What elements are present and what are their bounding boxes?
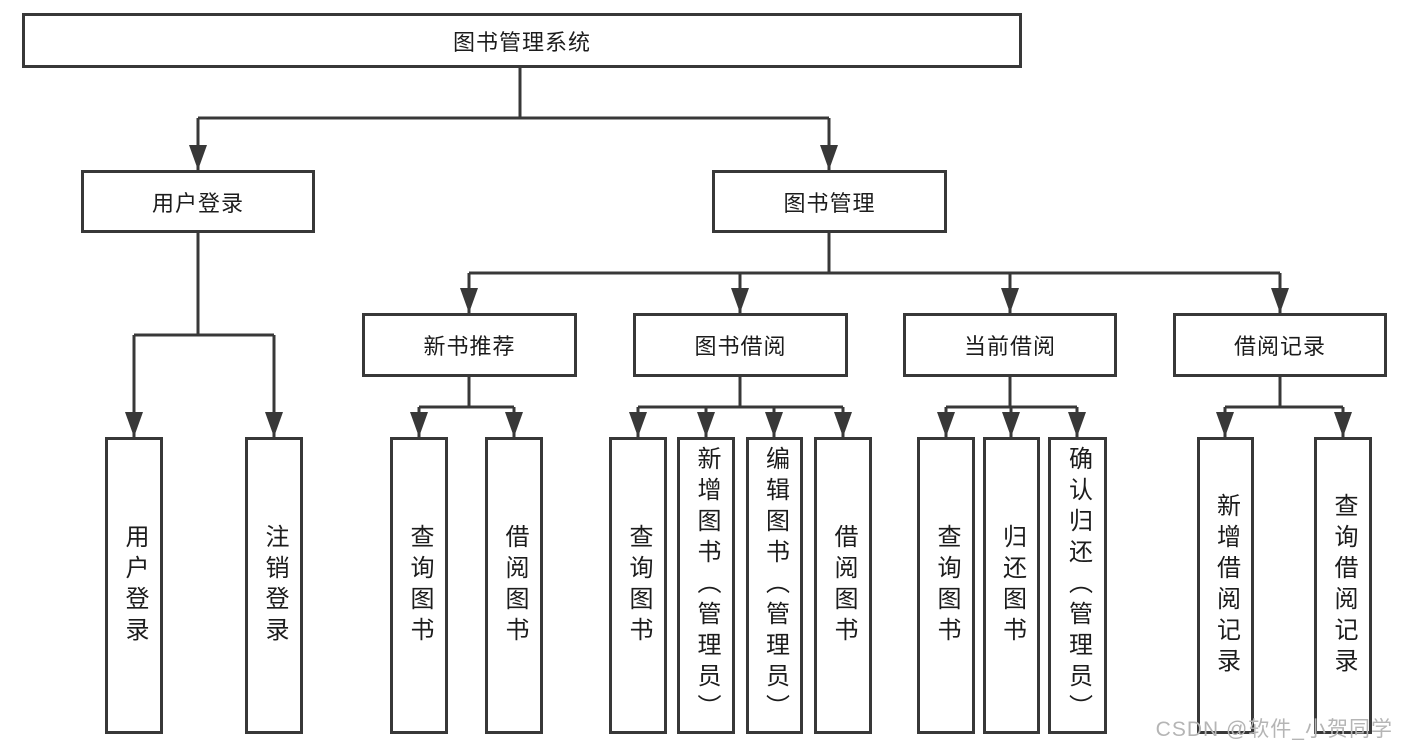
edge-book-management-children bbox=[460, 233, 1289, 313]
leaf-add-borrow-record: 新增借阅记录 bbox=[1197, 437, 1254, 734]
arrow-down-icon bbox=[1001, 288, 1019, 313]
node-book-borrowing: 图书借阅 bbox=[633, 313, 848, 377]
arrow-down-icon bbox=[125, 412, 143, 437]
arrow-down-icon bbox=[697, 412, 715, 437]
arrow-down-icon bbox=[731, 288, 749, 313]
leaf-query-books-recommend: 查询图书 bbox=[390, 437, 448, 734]
arrow-down-icon bbox=[1334, 412, 1352, 437]
arrow-down-icon bbox=[265, 412, 283, 437]
arrow-down-icon bbox=[834, 412, 852, 437]
arrow-down-icon bbox=[937, 412, 955, 437]
edge-book-borrow-children bbox=[629, 377, 852, 437]
node-current-borrowing: 当前借阅 bbox=[903, 313, 1117, 377]
arrow-down-icon bbox=[765, 412, 783, 437]
arrow-down-icon bbox=[1068, 412, 1086, 437]
arrow-down-icon bbox=[189, 145, 207, 170]
leaf-edit-book-admin: 编辑图书（管理员） bbox=[746, 437, 803, 734]
node-user-login: 用户登录 bbox=[81, 170, 315, 233]
arrow-down-icon bbox=[820, 145, 838, 170]
arrow-down-icon bbox=[410, 412, 428, 437]
arrow-down-icon bbox=[1216, 412, 1234, 437]
edge-root-to-level2 bbox=[189, 68, 838, 170]
leaf-query-books-current: 查询图书 bbox=[917, 437, 975, 734]
edge-new-book-children bbox=[410, 377, 523, 437]
arrow-down-icon bbox=[505, 412, 523, 437]
leaf-logout: 注销登录 bbox=[245, 437, 303, 734]
node-root: 图书管理系统 bbox=[22, 13, 1022, 68]
csdn-watermark: CSDN @软件_小贺同学 bbox=[1155, 718, 1393, 741]
arrow-down-icon bbox=[1271, 288, 1289, 313]
leaf-query-borrow-record: 查询借阅记录 bbox=[1314, 437, 1372, 734]
node-book-management: 图书管理 bbox=[712, 170, 947, 233]
arrow-down-icon bbox=[1002, 412, 1020, 437]
edge-borrow-record-children bbox=[1216, 377, 1352, 437]
node-new-book-recommend: 新书推荐 bbox=[362, 313, 577, 377]
arrow-down-icon bbox=[629, 412, 647, 437]
leaf-confirm-return-admin: 确认归还（管理员） bbox=[1048, 437, 1107, 734]
edge-user-login-children bbox=[125, 233, 283, 437]
leaf-return-books: 归还图书 bbox=[983, 437, 1040, 734]
edge-current-borrow-children bbox=[937, 377, 1086, 437]
node-borrowing-records: 借阅记录 bbox=[1173, 313, 1387, 377]
leaf-add-book-admin: 新增图书（管理员） bbox=[677, 437, 735, 734]
leaf-borrow-books-borrowing: 借阅图书 bbox=[814, 437, 872, 734]
leaf-query-books-borrowing: 查询图书 bbox=[609, 437, 667, 734]
leaf-borrow-books-recommend: 借阅图书 bbox=[485, 437, 543, 734]
leaf-user-login: 用户登录 bbox=[105, 437, 163, 734]
arrow-down-icon bbox=[460, 288, 478, 313]
